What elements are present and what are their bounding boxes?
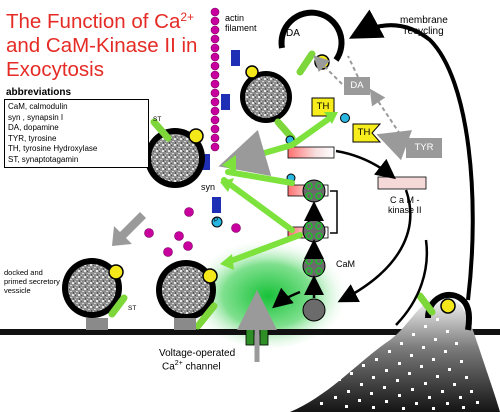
th-box-mid	[352, 123, 382, 143]
calmodulin-label: CaM	[336, 259, 356, 269]
synaptotagmin-yellow-fused	[440, 298, 456, 314]
cascade-arrows	[272, 149, 429, 326]
calcium-channel-left	[245, 322, 255, 346]
phospho-marker-syn	[211, 216, 223, 228]
release-site-mound	[290, 294, 500, 412]
calmodulin-complexes	[302, 179, 326, 322]
tyr-to-th-arrow	[376, 130, 413, 161]
synapsin-bar-mid	[201, 154, 210, 170]
membrane-recycling-label: membrane recycling	[400, 15, 448, 37]
docking-arrow	[112, 212, 146, 246]
abbreviation-item: syn , synapsin I	[8, 112, 64, 122]
abbreviation-item: ST, synaptotagamin	[8, 154, 79, 164]
membrane-recycling-arrow	[348, 9, 475, 301]
docked-vesicle-label: docked and primed secretory vessicle	[4, 268, 60, 295]
th-top-label: TH	[316, 101, 330, 112]
synapsin-label: syn	[201, 182, 216, 192]
channel-label-line1: Voltage-operated	[159, 348, 236, 359]
abbreviation-item: DA, dopamine	[8, 123, 59, 132]
abbreviation-item: TYR, tyrosine	[8, 133, 57, 143]
recycling-vesicle	[278, 9, 345, 62]
tyrosine-box	[406, 138, 442, 158]
fused-vesicle	[425, 291, 472, 331]
channel-label-line2: Ca2+ channel	[162, 360, 221, 373]
th-box-top	[311, 97, 335, 117]
abbreviations-heading: abbreviations	[6, 87, 72, 98]
phospho-marker-label: P	[214, 218, 219, 224]
tyrosine-label: TYR	[414, 142, 434, 153]
phosphorylation-arrows	[218, 115, 333, 265]
page-title: The Function of Ca2+ and CaM-Kinase II i…	[6, 10, 198, 81]
synapsin-bar-top	[231, 50, 240, 66]
recycling-vesicle-green	[296, 50, 316, 76]
recycling-vesicle-yellow	[314, 54, 330, 70]
recycling-vesicle-da-label: DA	[286, 28, 300, 39]
synaptotagmin-green-fused	[416, 292, 436, 316]
abbreviations-box: CaM, calmodulin syn , synapsin I DA, dop…	[4, 99, 149, 168]
st-lower-label: ST	[128, 305, 137, 312]
abbreviations-legend: abbreviations CaM, calmodulin syn , syna…	[4, 87, 149, 168]
actin-filament-label: actin filament	[225, 13, 257, 33]
abbreviation-item: TH, tyrosine Hydroxylase	[8, 144, 98, 153]
th-mid-label: TH	[357, 127, 371, 138]
dopamine-box	[344, 77, 370, 95]
synapsin-bar-upper	[221, 94, 230, 110]
synapsin-bar-low	[212, 197, 221, 213]
actin-filament	[210, 7, 220, 152]
cam-kinase-label: C a M - kinase II	[388, 195, 422, 215]
free-synapsin-dots	[144, 207, 241, 257]
released-dopamine-particles	[300, 318, 479, 410]
phospho-marker-th	[340, 113, 350, 123]
calcium-channel-right	[259, 322, 269, 346]
st-upper-label: ST	[153, 116, 162, 123]
dopamine-box-label: DA	[350, 80, 364, 91]
abbreviation-item: CaM, calmodulin	[8, 102, 68, 111]
